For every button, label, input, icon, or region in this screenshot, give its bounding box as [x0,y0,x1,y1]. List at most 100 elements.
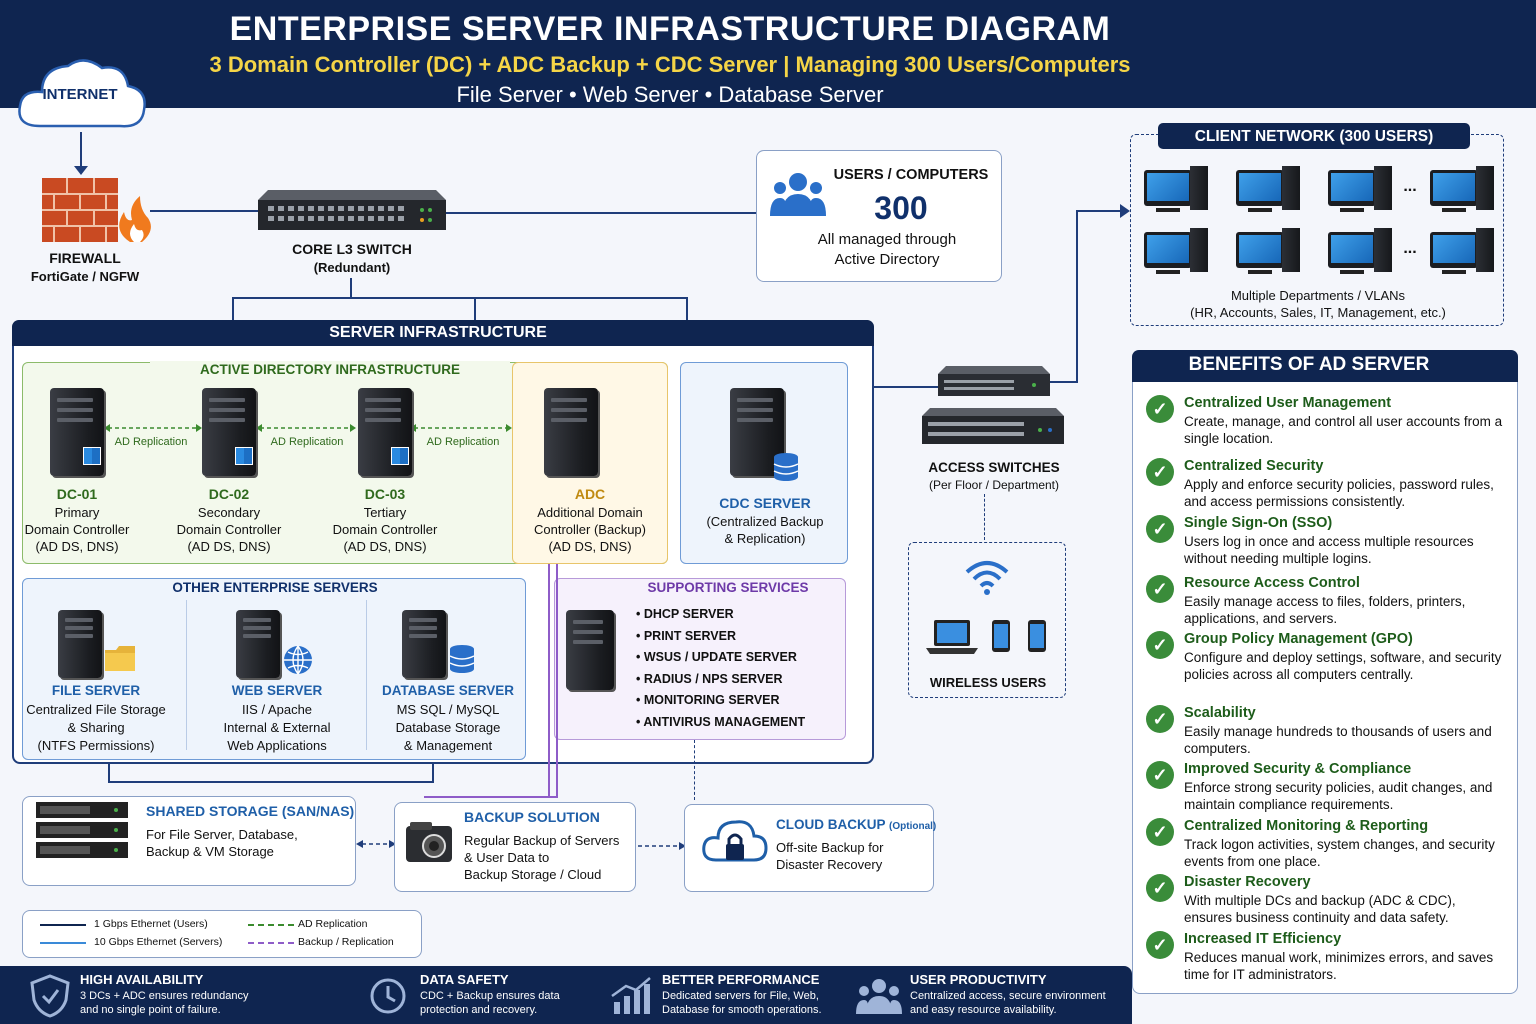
supporting-service-item: • WSUS / UPDATE SERVER [636,650,797,664]
benefit-title: Resource Access Control [1184,575,1360,591]
cloud-backup-title: CLOUD BACKUP (Optional) [776,817,937,832]
legend-box [22,910,422,958]
server-infrastructure-header [12,320,874,346]
internet-cloud-icon [18,59,146,128]
switch-bus-link [232,297,688,299]
internet-link [80,132,82,172]
server-name: FILE SERVER [51,683,141,698]
backup-replication-line [548,564,550,798]
backup-line3: Backup Storage / Cloud [464,867,602,882]
clock-backup-icon [370,978,406,1014]
dc-line3: (AD DS, DNS) [187,539,271,554]
benefit-desc: Track logon activities, system changes, … [1184,837,1495,869]
cdc-name: CDC SERVER [719,495,811,511]
monitor-stand [1442,208,1466,212]
arrow-down-icon [74,166,88,175]
access-switches-title: ACCESS SWITCHES [928,460,1060,475]
client-network-line2: (HR, Accounts, Sales, IT, Management, et… [1190,305,1446,320]
cloud-backup-line1: Off-site Backup for [776,840,884,855]
footer-item-title: DATA SAFETY [420,972,509,987]
footer-item-title: BETTER PERFORMANCE [662,972,820,987]
footer-item-title: HIGH AVAILABILITY [80,972,204,987]
dc-line1: Tertiary [363,505,407,520]
server-line3: (NTFS Permissions) [37,738,155,753]
footer-item-title: USER PRODUCTIVITY [910,972,1047,987]
workstation-monitor-icon [1144,170,1192,206]
footer-item-line2: and no single point of failure. [80,1004,221,1016]
cloud-lock-icon [702,820,768,862]
internet-label: INTERNET [42,86,118,103]
benefit-desc: Create, manage, and control all user acc… [1184,414,1503,446]
benefit-title: Centralized Security [1184,458,1324,474]
checkmark-icon: ✓ [1146,395,1174,423]
windows-logo-icon [391,447,409,465]
adc-line3: (AD DS, DNS) [548,539,632,554]
backup-line2: & User Data to [464,850,550,865]
workstation-monitor-icon [1328,232,1376,268]
monitor-stand [1156,270,1180,274]
server-line2: & Sharing [67,720,125,735]
supporting-service-item: • ANTIVIRUS MANAGEMENT [636,714,806,729]
legend-ad-line [248,924,294,926]
storage-array-icon [36,802,128,858]
more-dots: ... [1403,240,1417,257]
monitor-stand [1442,270,1466,274]
benefit-title: Group Policy Management (GPO) [1184,631,1413,647]
benefit-desc: Configure and deploy settings, software,… [1184,650,1502,682]
workstation-tower-icon [1190,228,1208,272]
other-servers-title: OTHER ENTERPRISE SERVERS [150,579,400,596]
ad-replication-label: AD Replication [426,436,500,448]
server-line3: & Management [403,738,493,753]
performance-chart-icon [611,977,651,1014]
benefit-desc: Easily manage hundreds to thousands of u… [1184,724,1492,756]
workstation-monitor-icon [1236,232,1284,268]
windows-logo-icon [83,447,101,465]
firewall-sub: FortiGate / NGFW [30,269,140,284]
workstation-monitor-icon [1328,170,1376,206]
checkmark-icon: ✓ [1146,575,1174,603]
arrow-right-icon [638,842,686,850]
shield-icon [30,974,70,1018]
server-line2: Database Storage [395,720,501,735]
users-line2: Active Directory [834,251,940,268]
benefits-header [1132,350,1518,382]
legend-ad-label: AD Replication [298,918,368,930]
benefit-desc: Users log in once and access multiple re… [1184,534,1474,566]
server-line2: Internal & External [223,720,331,735]
server-tower-icon [58,610,102,678]
firewall-title: FIREWALL [49,250,121,266]
footer-bar [0,966,1132,1024]
wireless-devices-icon [926,620,1046,654]
adc-line1: Additional Domain [537,505,643,520]
workstation-monitor-icon [1430,170,1478,206]
core-switch-title: CORE L3 SWITCH [292,241,412,257]
monitor-stand [1340,270,1364,274]
server-name: WEB SERVER [231,683,323,698]
checkmark-icon: ✓ [1146,874,1174,902]
supporting-service-item: • PRINT SERVER [636,628,736,643]
adc-name: ADC [574,486,606,502]
footer-item-line2: Database for smooth operations. [662,1004,822,1016]
legend-user-line [40,924,86,926]
switch-users-link [446,212,758,214]
workstation-monitor-icon [1236,170,1284,206]
users-count: 300 [874,190,928,226]
footer-item-line1: CDC + Backup ensures data [420,990,560,1002]
adc-line2: Controller (Backup) [534,522,646,537]
users-group-icon [856,979,902,1014]
firewall-switch-link [150,210,258,212]
workstation-tower-icon [1282,166,1300,210]
benefit-title: Increased IT Efficiency [1184,931,1342,947]
page-title: ENTERPRISE SERVER INFRASTRUCTURE DIAGRAM [229,10,1111,48]
dc-line3: (AD DS, DNS) [35,539,119,554]
benefit-title: Centralized User Management [1184,395,1392,411]
wireless-box [908,542,1066,698]
workstation-tower-icon [1476,228,1494,272]
switch-down-link [350,278,352,298]
arrow-right-icon [1120,204,1130,218]
client-network-line1: Multiple Departments / VLANs [1230,288,1406,303]
checkmark-icon: ✓ [1146,761,1174,789]
benefit-title: Improved Security & Compliance [1184,761,1412,777]
backup-device-icon [406,822,452,862]
dc-name: DC-01 [56,486,98,502]
